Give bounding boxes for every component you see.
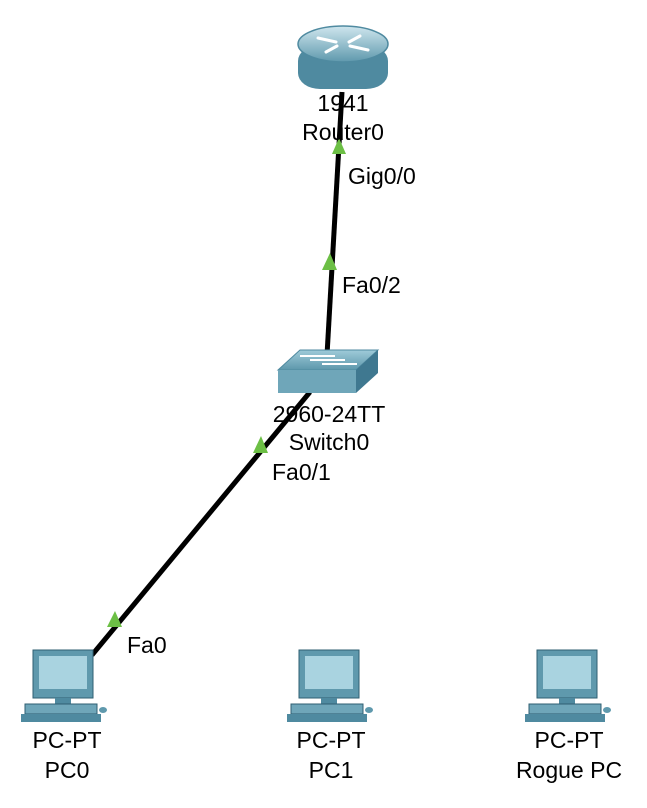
switch0-name-label: Switch0 bbox=[288, 429, 370, 455]
rogue-pc-name-label: Rogue PC bbox=[515, 757, 623, 783]
port-label-gig0-0: Gig0/0 bbox=[348, 163, 416, 189]
router0-name-label: Router0 bbox=[302, 119, 384, 145]
link-switch0-pc0[interactable] bbox=[90, 390, 312, 657]
pc1-name-label: PC1 bbox=[308, 757, 354, 783]
router-icon[interactable] bbox=[297, 25, 389, 89]
rogue-pc-model-label: PC-PT bbox=[534, 727, 604, 753]
switch0-model-label: 2960-24TT bbox=[272, 401, 386, 427]
pc-icon[interactable] bbox=[525, 649, 611, 722]
link-up-indicator-fa0-1 bbox=[253, 436, 268, 453]
link-up-indicator-fa0-2 bbox=[322, 253, 337, 270]
pc1-model-label: PC-PT bbox=[296, 727, 366, 753]
switch-icon[interactable] bbox=[276, 349, 380, 393]
pc-icon[interactable] bbox=[21, 649, 107, 722]
router0-model-label: 1941 bbox=[317, 90, 369, 116]
port-label-fa0: Fa0 bbox=[127, 632, 167, 658]
pc-icon[interactable] bbox=[287, 649, 373, 722]
link-up-indicator-fa0 bbox=[107, 611, 122, 627]
link-up-indicator-gig0-0 bbox=[332, 138, 346, 154]
pc0-name-label: PC0 bbox=[44, 757, 90, 783]
pc0-model-label: PC-PT bbox=[32, 727, 102, 753]
link-router0-switch0[interactable] bbox=[324, 91, 345, 356]
port-label-fa0-2: Fa0/2 bbox=[342, 272, 401, 298]
port-label-fa0-1: Fa0/1 bbox=[272, 459, 331, 485]
